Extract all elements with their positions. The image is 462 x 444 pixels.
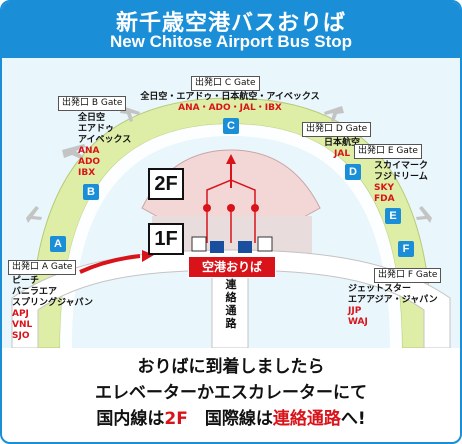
airline-code: WAJ: [348, 317, 368, 327]
airline-code: ADO: [78, 157, 101, 167]
terminal-map: C B A D E F 2F 1F 出発口 C Gate 全日空・エアドゥ・日本…: [2, 58, 460, 348]
gate-f-tag: 出発口 F Gate: [374, 268, 442, 283]
international-label: 国際線は: [187, 409, 273, 429]
elevator-icon-2: [257, 236, 273, 252]
elevator-icon: [191, 236, 207, 252]
gate-a-marker: A: [50, 236, 66, 252]
escalator-icon-2: [238, 241, 252, 253]
airline-code: SKY: [374, 183, 394, 193]
bus-stop-label: 空港おりば: [188, 256, 276, 278]
airline-code: FDA: [374, 194, 395, 204]
header-banner: 新千歳空港バスおりば New Chitose Airport Bus Stop: [2, 2, 460, 58]
gate-c-airlines-code: ANA・ADO・JAL・IBX: [178, 103, 282, 113]
airline-name: エアドゥ: [78, 124, 115, 134]
gate-e-marker: E: [385, 208, 401, 224]
instruction-line-2: エレベーターかエスカレーターにて: [95, 383, 367, 403]
airline-name: 日本航空: [324, 138, 361, 148]
escalator-icon: [210, 241, 224, 253]
domestic-label: 国内線は: [96, 409, 165, 429]
airline-name: スカイマーク: [374, 161, 429, 171]
airline-code: SJO: [12, 331, 30, 341]
gate-b-airlines: 全日空 エアドゥ アイベックス ANA ADO IBX: [78, 113, 131, 179]
instructions: おりばに到着しましたら エレベーターかエスカレーターにて 国内線は2F 国際線は…: [2, 354, 460, 432]
gate-e-tag: 出発口 E Gate: [354, 144, 422, 159]
instruction-line-1: おりばに到着しましたら: [137, 357, 325, 377]
international-route: 連絡通路: [272, 409, 341, 429]
domestic-floor: 2F: [164, 409, 188, 429]
gate-f-airlines: ジェットスター エアアジア・ジャパン JJP WAJ: [348, 284, 438, 328]
gate-b-marker: B: [83, 184, 99, 200]
gate-a-tag: 出発口 A Gate: [8, 260, 77, 275]
airline-name: アイベックス: [78, 135, 132, 145]
gate-c-airlines-ja: 全日空・エアドゥ・日本航空・アイベックス: [140, 92, 320, 102]
gate-d-airlines: 日本航空 JAL: [324, 138, 360, 160]
bus-road: [11, 249, 451, 348]
instruction-line-3: 国内線は2F 国際線は連絡通路へ!: [2, 406, 460, 432]
gate-c-marker: C: [223, 118, 239, 134]
airline-name: ジェットスター: [348, 284, 412, 294]
airline-name: ピーチ: [12, 276, 40, 286]
instruction-end: へ!: [340, 409, 366, 429]
page-title-en: New Chitose Airport Bus Stop: [109, 32, 353, 51]
page-title-ja: 新千歳空港バスおりば: [115, 11, 346, 36]
bus-direction-arrow: [79, 254, 141, 274]
airline-name: 全日空: [78, 113, 106, 123]
airline-code: IBX: [78, 168, 96, 178]
corridor-label: 連絡通路: [220, 278, 242, 330]
airline-code: VNL: [12, 320, 33, 330]
floor-1f-label: 1F: [148, 223, 184, 255]
gate-c-tag: 出発口 C Gate: [191, 76, 260, 91]
gate-b-tag: 出発口 B Gate: [58, 96, 127, 111]
gate-d-tag: 出発口 D Gate: [302, 122, 372, 137]
airline-code: JJP: [348, 306, 362, 316]
floor-2f-label: 2F: [148, 168, 184, 200]
gate-e-airlines: スカイマーク フジドリーム SKY FDA: [374, 161, 428, 205]
airline-name: エアアジア・ジャパン: [348, 295, 438, 305]
gate-f-marker: F: [398, 241, 414, 257]
airline-code: JAL: [334, 149, 351, 159]
airline-name: バニラエア: [12, 287, 58, 297]
airline-code: ANA: [78, 146, 100, 156]
airline-name: フジドリーム: [374, 172, 428, 182]
gate-d-marker: D: [345, 164, 361, 180]
gate-a-airlines: ピーチ バニラエア スプリングジャパン APJ VNL SJO: [12, 276, 93, 342]
airline-code: APJ: [12, 309, 29, 319]
corridor-text: 連絡通路: [225, 278, 237, 330]
airline-name: スプリングジャパン: [12, 298, 94, 308]
